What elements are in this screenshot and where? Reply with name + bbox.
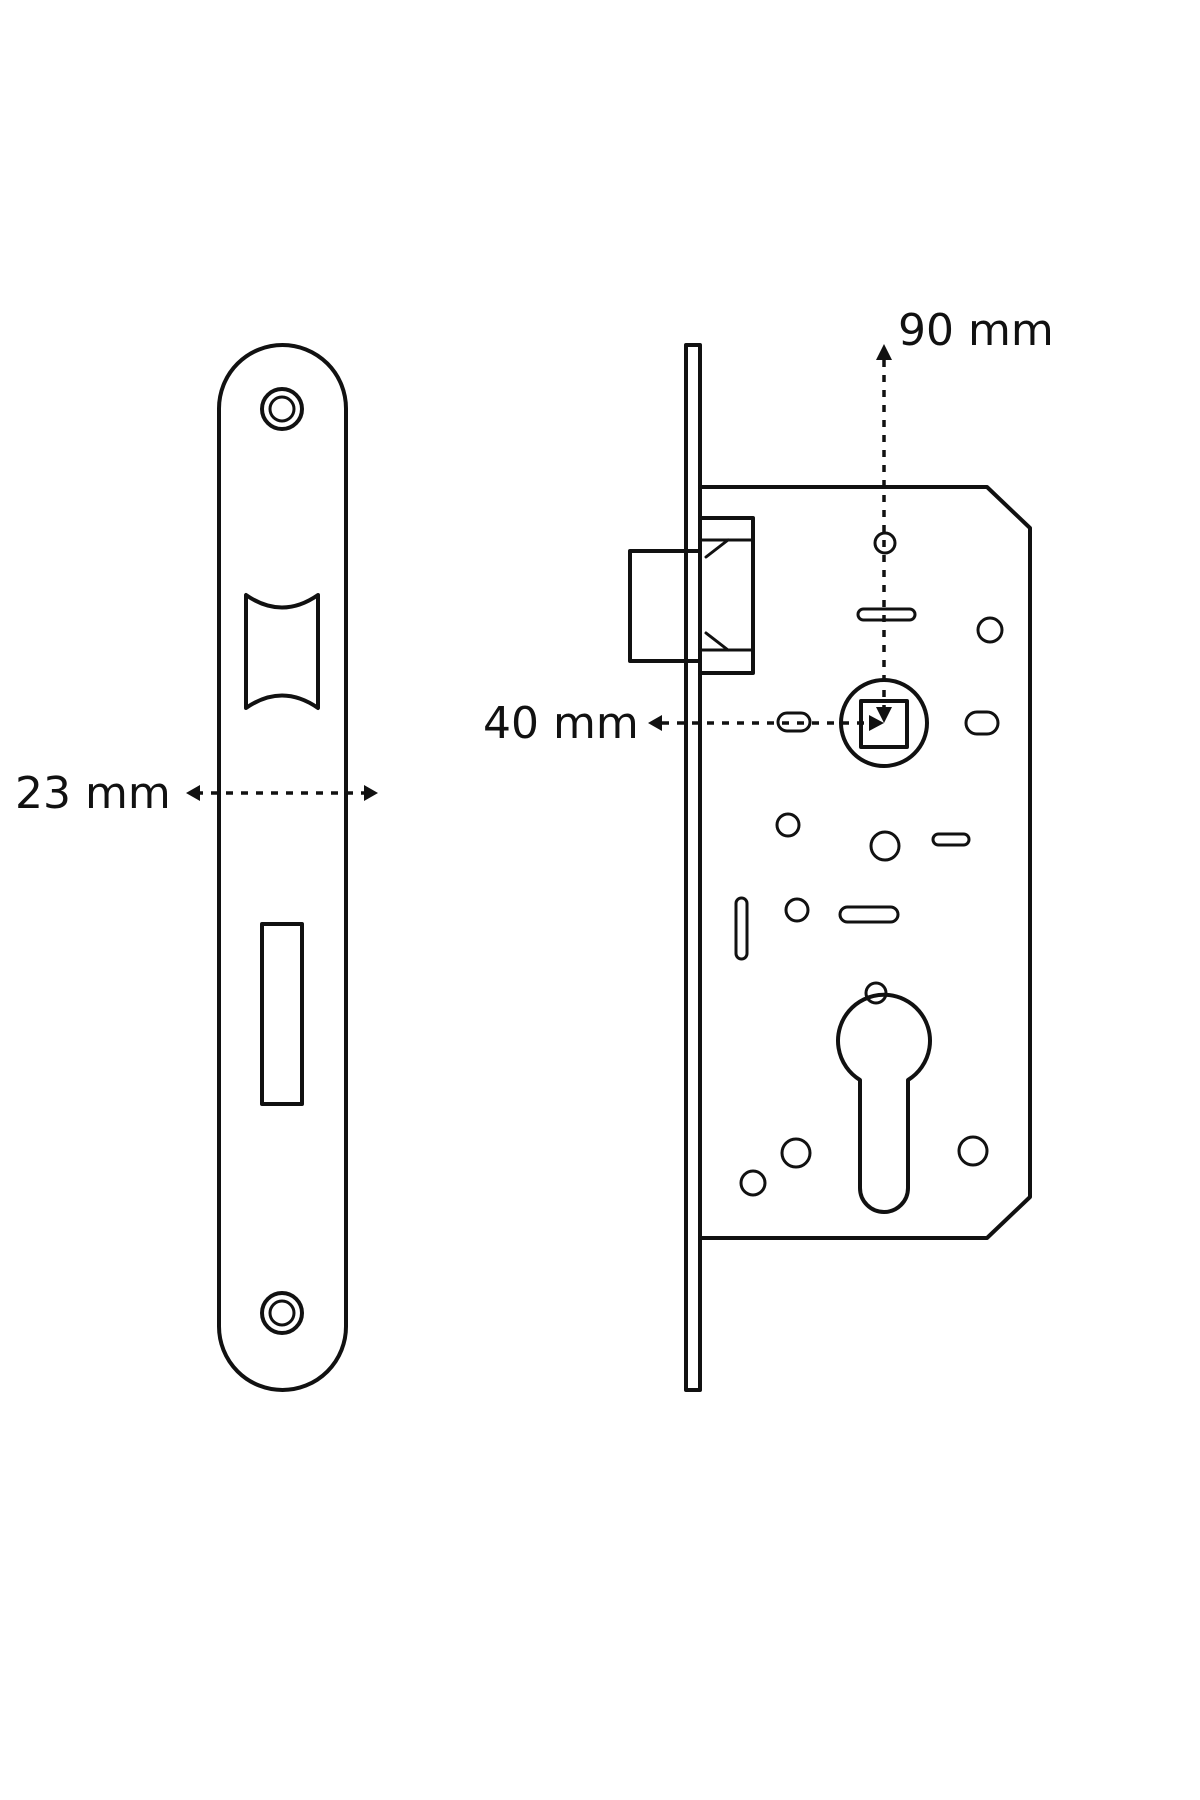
faceplate-front-view <box>217 343 348 1392</box>
dimension-arrowhead <box>648 715 662 731</box>
lock-body-side-view <box>628 343 1032 1392</box>
backset-dimension: 40 mm <box>483 698 884 749</box>
case-holes <box>734 531 1004 1197</box>
upper-hole <box>873 531 897 555</box>
dimension-arrowhead <box>186 785 200 801</box>
latch-bolt-opening <box>244 593 320 710</box>
middle-right-slot <box>931 832 971 847</box>
lock-forend-plate <box>684 343 702 1392</box>
middle-left-hole <box>775 812 801 838</box>
bottom-left-upper-hole <box>780 1137 812 1169</box>
deadbolt-opening <box>260 922 304 1106</box>
dimension-arrowhead <box>869 715 884 731</box>
faceplate-bottom-screw-hole <box>260 1291 304 1335</box>
faceplate-width-dimension: 23 mm <box>15 768 378 819</box>
bottom-left-hole <box>739 1169 767 1197</box>
euro-cylinder-cutout <box>836 992 932 1214</box>
faceplate-width-label: 23 mm <box>15 768 171 819</box>
vertical-slot <box>734 896 749 961</box>
faceplate-outline <box>217 343 348 1392</box>
faceplate-top-screw-hole <box>260 387 304 431</box>
lower-left-hole <box>784 897 810 923</box>
middle-center-hole <box>869 830 901 862</box>
backset-label: 40 mm <box>483 698 639 749</box>
right-oval-hole <box>964 710 1000 736</box>
follower-height-dimension: 90 mm <box>876 305 1054 723</box>
bottom-right-hole <box>957 1135 989 1167</box>
latch-bolt <box>628 516 755 675</box>
dimension-arrowhead <box>364 785 378 801</box>
lower-center-slot <box>838 905 900 924</box>
follower-height-label: 90 mm <box>898 305 1054 356</box>
corner-hole <box>976 616 1004 644</box>
dimension-arrowhead <box>876 344 892 360</box>
follower-side-slot <box>776 711 812 733</box>
dimension-arrowhead <box>876 707 892 723</box>
upper-slot <box>856 607 917 622</box>
lock-case-outline <box>698 485 1032 1240</box>
